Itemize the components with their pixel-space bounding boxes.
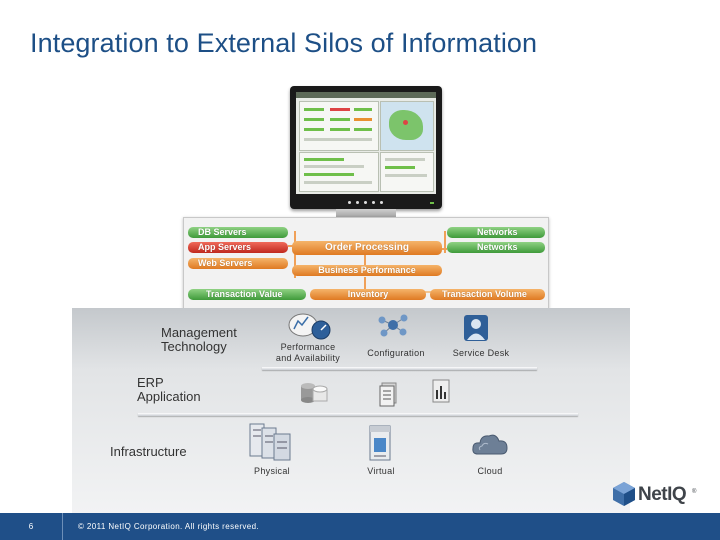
netiq-logo-mark: ® — [692, 489, 697, 495]
monitor-bezel-bottom — [290, 195, 442, 209]
shelf-erp — [138, 413, 578, 416]
screen-panel-left — [299, 101, 379, 151]
dash-item-app-servers: App Servers — [188, 242, 288, 253]
slide-title: Integration to External Silos of Informa… — [30, 28, 538, 58]
footer-bar: 6 © 2011 NetIQ Corporation. All rights r… — [0, 513, 720, 540]
tier-band — [72, 308, 630, 515]
monitor — [290, 86, 442, 209]
screen-header-bar — [296, 92, 436, 98]
network-nodes-icon — [376, 312, 410, 338]
cloud-icon — [470, 430, 510, 458]
dash-item-networks-2: Networks — [447, 242, 545, 253]
label-virtual: Virtual — [367, 466, 395, 476]
dashboard-gauge-icon — [286, 311, 334, 341]
screen-map-panel — [380, 101, 434, 151]
copyright: © 2011 NetIQ Corporation. All rights res… — [78, 522, 260, 531]
label-service-desk: Service Desk — [452, 348, 510, 358]
dash-item-db-servers: DB Servers — [188, 227, 288, 238]
label-performance: Performance and Availability — [268, 342, 348, 364]
tier-label-infrastructure: Infrastructure — [110, 444, 187, 459]
label-performance-line1: Performance — [280, 342, 336, 352]
server-rack-icon — [430, 378, 452, 404]
label-performance-line2: and Availability — [275, 353, 341, 363]
netiq-logo: NetIQ ® — [612, 481, 696, 508]
screen-panel-right — [380, 152, 434, 192]
page-number: 6 — [0, 513, 63, 540]
label-physical: Physical — [254, 466, 290, 476]
dash-item-web-servers: Web Servers — [188, 258, 288, 269]
monitor-screen — [296, 92, 436, 194]
virtual-server-icon — [366, 422, 394, 462]
power-led — [430, 202, 434, 204]
dash-item-order-processing: Order Processing — [292, 241, 442, 255]
document-gear-icon — [377, 381, 401, 407]
label-cloud: Cloud — [477, 466, 503, 476]
dash-item-transaction-volume: Transaction Volume — [430, 289, 545, 300]
physical-servers-icon — [246, 422, 296, 462]
dash-item-networks-1: Networks — [447, 227, 545, 238]
screen-panel-bottom — [299, 152, 379, 192]
service-desk-person-icon — [462, 311, 490, 343]
label-configuration: Configuration — [367, 348, 425, 358]
dash-item-inventory: Inventory — [310, 289, 426, 300]
dash-item-business-performance: Business Performance — [292, 265, 442, 276]
netiq-logo-icon — [613, 482, 635, 506]
monitor-stand — [336, 209, 396, 219]
database-cylinder-icon — [299, 378, 329, 404]
dash-item-transaction-value: Transaction Value — [188, 289, 306, 300]
shelf-management — [262, 367, 537, 370]
netiq-logo-text: NetIQ — [638, 484, 687, 505]
service-dashboard: DB Servers App Servers Web Servers Netwo… — [183, 217, 549, 309]
tier-label-management: Management Technology — [161, 325, 237, 354]
tier-label-erp: ERP Application — [137, 375, 201, 404]
